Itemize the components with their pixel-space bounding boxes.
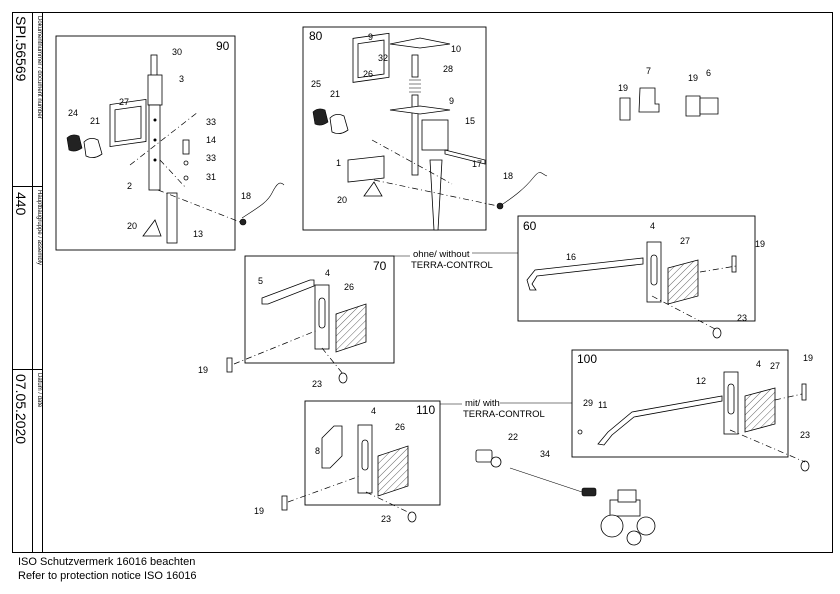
group-60-parts: [526, 241, 737, 339]
group-90-box: [55, 35, 236, 251]
part-19-label-d: 19: [198, 365, 208, 375]
tractor-icon: [600, 489, 656, 546]
title-block-inner-line: [32, 12, 33, 553]
part-7-label: 7: [646, 66, 651, 76]
part-19-label-f: 19: [254, 506, 264, 516]
group-90-label: 90: [216, 39, 230, 53]
without-note-line2: TERRA-CONTROL: [411, 260, 493, 271]
part-28-label: 28: [443, 64, 453, 74]
part-9-label-b: 9: [449, 96, 454, 106]
part-21-label: 21: [90, 116, 100, 126]
drawing-frame: [12, 12, 833, 553]
part-23-label: 23: [737, 313, 747, 323]
group-80-parts: [312, 32, 548, 231]
part-12-label: 12: [696, 376, 706, 386]
part-29-label: 29: [583, 398, 593, 408]
part-20-label-b: 20: [337, 195, 347, 205]
part-13-label: 13: [193, 229, 203, 239]
part-31-label: 31: [206, 172, 216, 182]
group-110-parts: [281, 424, 417, 523]
part-16-label: 16: [566, 252, 576, 262]
without-note-line1: ohne/ without: [413, 249, 470, 260]
group-100-parts: [577, 371, 810, 472]
group-60-label: 60: [523, 219, 537, 233]
group-110-label: 110: [416, 403, 435, 417]
part-1-label: 1: [336, 158, 341, 168]
part-8-label: 8: [315, 446, 320, 456]
part-6-label: 6: [706, 68, 711, 78]
part-15-label: 15: [465, 116, 475, 126]
group-60-box: [517, 215, 756, 322]
footer-line-2: Refer to protection notice ISO 16016: [18, 570, 197, 582]
group-70-label: 70: [373, 259, 387, 273]
group-100-label: 100: [577, 352, 597, 366]
part-14-label: 14: [206, 135, 216, 145]
part-27-label-b: 27: [680, 236, 690, 246]
group-110-box: [304, 400, 441, 506]
without-note-leader: [394, 252, 518, 257]
part-4-label-c: 4: [756, 359, 761, 369]
part-30-label: 30: [172, 47, 182, 57]
with-note-leader: [440, 402, 572, 405]
group-80-label: 80: [309, 29, 323, 43]
group-100-box: [571, 349, 789, 458]
part-10-label: 10: [451, 44, 461, 54]
part-18-label-b: 18: [503, 171, 513, 181]
part-26-label: 26: [363, 69, 373, 79]
part-2-label: 2: [127, 181, 132, 191]
part-19-label-e: 19: [803, 353, 813, 363]
part-18-label: 18: [241, 191, 251, 201]
part-23-label-c: 23: [800, 430, 810, 440]
part-21-label-b: 21: [330, 89, 340, 99]
part-23-label-d: 23: [381, 514, 391, 524]
part-34-label: 34: [540, 449, 550, 459]
part-4-label: 4: [650, 221, 655, 231]
part-19-label-b: 19: [688, 73, 698, 83]
part-3-label: 3: [179, 74, 184, 84]
part-33-label: 33: [206, 117, 216, 127]
part-19-label-c: 19: [755, 239, 765, 249]
part-19-label: 19: [618, 83, 628, 93]
group-70-parts: [226, 279, 367, 384]
part-20-label: 20: [127, 221, 137, 231]
part-11-label: 11: [598, 400, 607, 410]
part-22-label: 22: [508, 432, 518, 442]
part-32-label: 32: [378, 53, 388, 63]
part-27-label: 27: [119, 97, 129, 107]
part-26-label-b: 26: [344, 282, 354, 292]
part-23-label-b: 23: [312, 379, 322, 389]
part-27-label-c: 27: [770, 361, 780, 371]
loose-brackets: [619, 87, 719, 121]
part-5-label: 5: [258, 276, 263, 286]
part-17-label: 17: [472, 159, 482, 169]
part-4-label-b: 4: [325, 268, 330, 278]
sensor-cable-assembly: [475, 449, 597, 497]
with-note-line2: TERRA-CONTROL: [463, 409, 545, 420]
group-80-box: [302, 26, 487, 231]
group-70-box: [244, 255, 395, 364]
part-9-label: 9: [368, 32, 373, 42]
part-33-label-b: 33: [206, 153, 216, 163]
with-note-line1: mit/ with: [465, 398, 500, 409]
title-block: [12, 12, 43, 553]
part-25-label: 25: [311, 79, 321, 89]
footer-line-1: ISO Schutzvermerk 16016 beachten: [18, 556, 196, 568]
title-block-divider: [12, 186, 43, 187]
part-4-label-d: 4: [371, 406, 376, 416]
part-24-label: 24: [68, 108, 78, 118]
title-block-divider: [12, 369, 43, 370]
group-90-parts: [66, 54, 285, 244]
part-26-label-c: 26: [395, 422, 405, 432]
